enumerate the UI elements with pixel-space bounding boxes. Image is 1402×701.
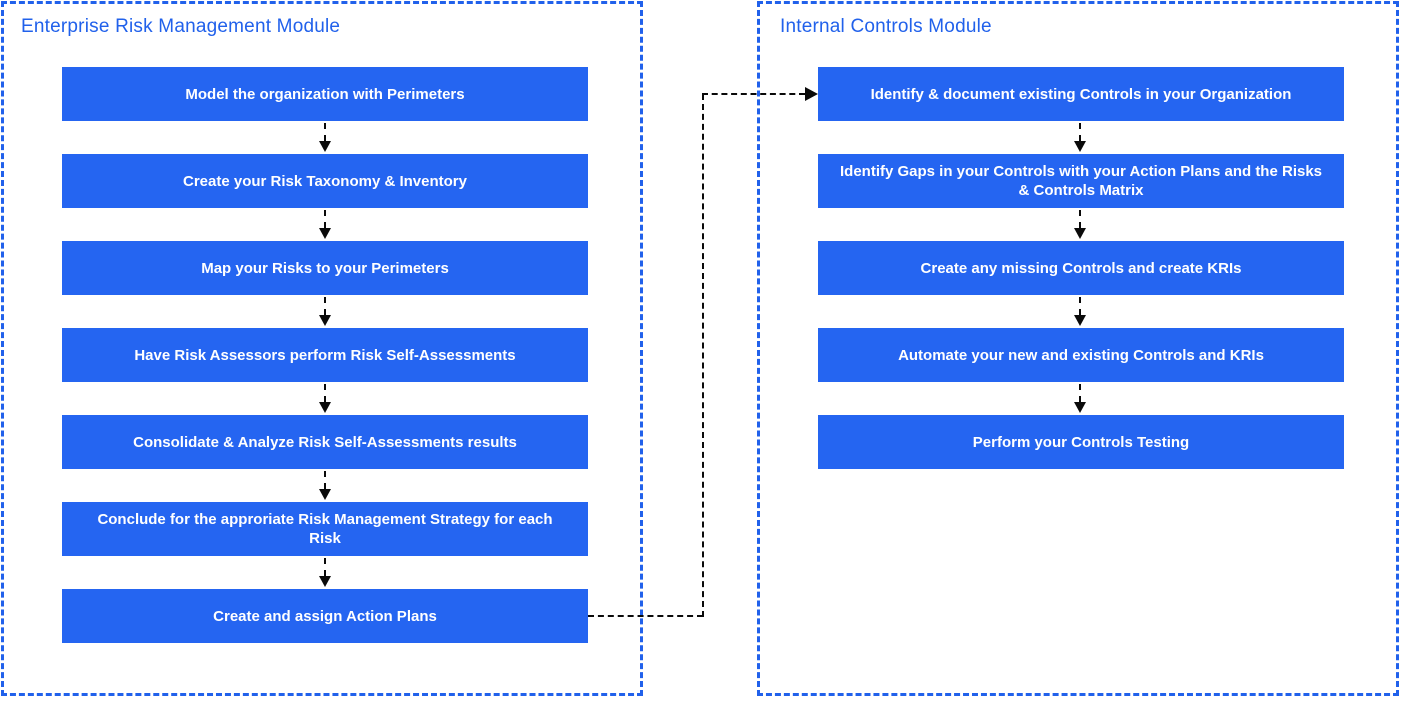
flow-step-box: Identify Gaps in your Controls with your… [818, 154, 1344, 208]
flow-step-box: Create any missing Controls and create K… [818, 241, 1344, 295]
arrow-line [1079, 210, 1081, 228]
arrow-line [1079, 123, 1081, 141]
arrow-head [319, 402, 331, 413]
flow-arrow-down-icon [319, 123, 331, 152]
module-ic-frame [757, 1, 1399, 696]
flow-arrow-down-icon [1074, 123, 1086, 152]
arrow-line [324, 297, 326, 315]
arrow-head [1074, 402, 1086, 413]
flow-arrow-down-icon [319, 471, 331, 500]
arrow-head [319, 576, 331, 587]
flow-step-box: Map your Risks to your Perimeters [62, 241, 588, 295]
arrow-head [1074, 228, 1086, 239]
flow-arrow-down-icon [319, 384, 331, 413]
flow-step-box: Automate your new and existing Controls … [818, 328, 1344, 382]
arrow-line [324, 384, 326, 402]
flow-arrow-down-icon [319, 210, 331, 239]
cross-connector-arrow-head [805, 87, 818, 101]
arrow-head [1074, 315, 1086, 326]
cross-connector-bottom-segment [588, 615, 703, 617]
flow-step-box: Identify & document existing Controls in… [818, 67, 1344, 121]
flow-arrow-down-icon [1074, 297, 1086, 326]
arrow-line [324, 210, 326, 228]
cross-connector-top-segment [702, 93, 805, 95]
arrow-line [324, 558, 326, 576]
arrow-head [319, 489, 331, 500]
flow-arrow-down-icon [319, 558, 331, 587]
flow-step-box: Create your Risk Taxonomy & Inventory [62, 154, 588, 208]
flow-step-box: Conclude for the approriate Risk Managem… [62, 502, 588, 556]
flow-step-box: Consolidate & Analyze Risk Self-Assessme… [62, 415, 588, 469]
arrow-head [319, 228, 331, 239]
arrow-line [324, 123, 326, 141]
arrow-line [324, 471, 326, 489]
module-erm-title: Enterprise Risk Management Module [21, 16, 341, 37]
flow-step-box: Perform your Controls Testing [818, 415, 1344, 469]
arrow-line [1079, 384, 1081, 402]
arrow-head [319, 315, 331, 326]
arrow-head [319, 141, 331, 152]
flow-arrow-down-icon [319, 297, 331, 326]
flow-step-box: Model the organization with Perimeters [62, 67, 588, 121]
arrow-head [1074, 141, 1086, 152]
cross-connector-vertical-segment [702, 94, 704, 617]
flow-arrow-down-icon [1074, 210, 1086, 239]
flow-step-box: Have Risk Assessors perform Risk Self-As… [62, 328, 588, 382]
flow-arrow-down-icon [1074, 384, 1086, 413]
flow-step-box: Create and assign Action Plans [62, 589, 588, 643]
module-erm-frame [1, 1, 643, 696]
arrow-line [1079, 297, 1081, 315]
module-ic-title: Internal Controls Module [780, 16, 992, 37]
